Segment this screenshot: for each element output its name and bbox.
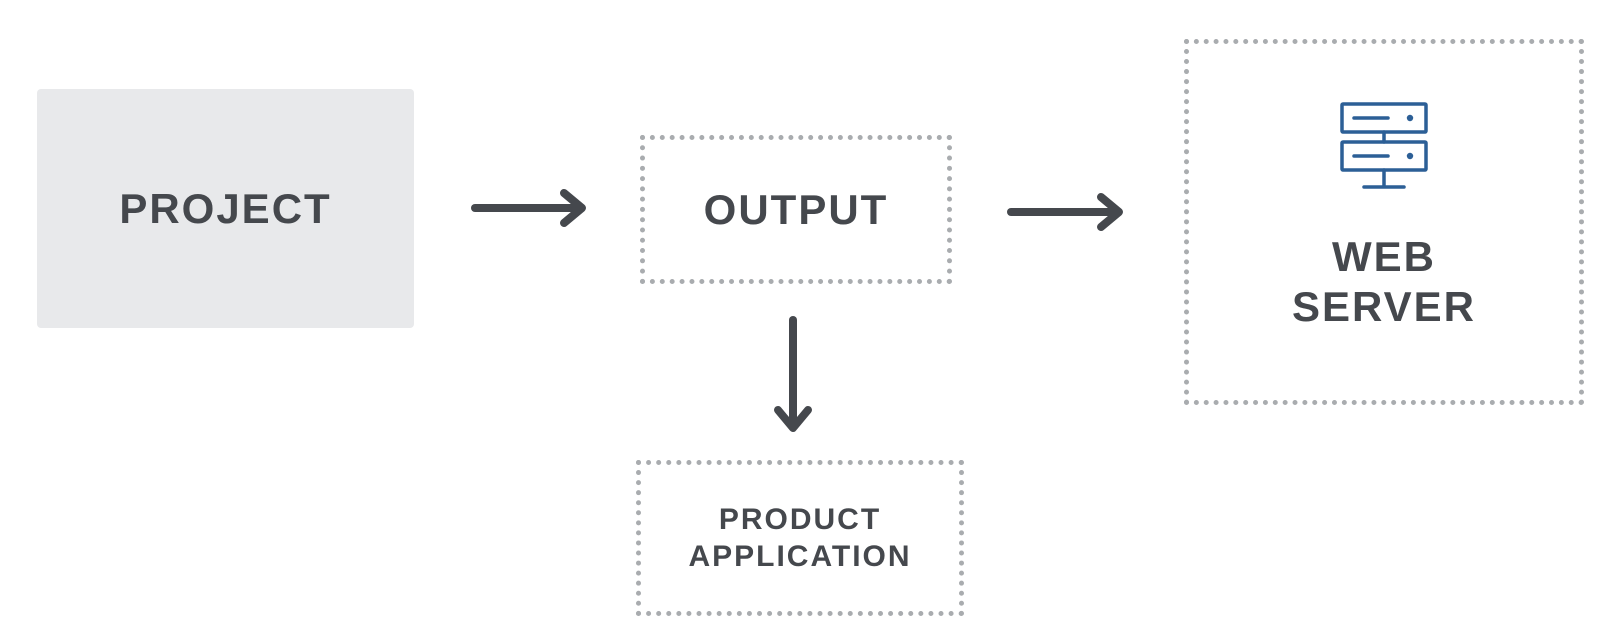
output-label: OUTPUT [703,185,889,233]
project-node: PROJECT [37,89,414,328]
web-server-label-line2: SERVER [1292,283,1476,330]
output-node: OUTPUT [640,135,952,284]
server-icon [1340,102,1428,189]
product-label-line2: APPLICATION [688,540,912,573]
product-label-line1: PRODUCT [718,503,882,536]
project-label: PROJECT [119,184,332,232]
web-server-node: WEB SERVER [1184,39,1584,405]
arrow-project-to-output [471,189,586,227]
arrow-output-to-webserver [1007,193,1123,231]
web-server-label-line1: WEB [1332,233,1436,280]
arrow-output-to-product [774,316,812,432]
product-application-node: PRODUCT APPLICATION [636,460,964,616]
